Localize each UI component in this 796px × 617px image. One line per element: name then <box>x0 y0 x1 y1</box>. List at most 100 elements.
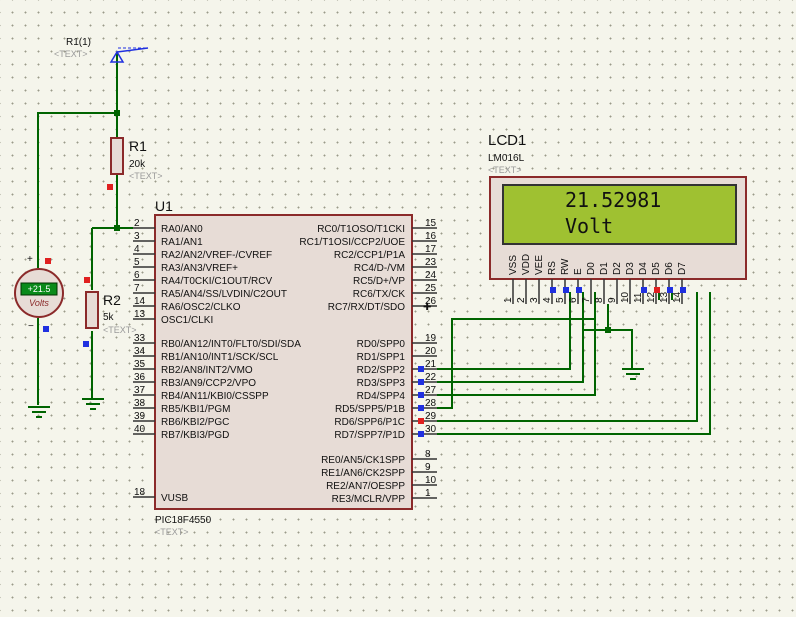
pin-number: 14 <box>672 291 683 303</box>
pin-number: 9 <box>425 462 431 473</box>
lcd-part: LM016L <box>488 153 525 164</box>
u1-right-pins: 15RC0/T1OSO/T1CKI16RC1/T1OSI/CCP2/UOE17R… <box>299 218 437 505</box>
pin-number: 38 <box>134 398 146 409</box>
pin-name: OSC1/CLKI <box>161 315 213 326</box>
lcd-pin-4[interactable]: RS4 <box>542 261 558 304</box>
pin-number: 8 <box>425 449 431 460</box>
wire-lcd-e <box>452 292 596 320</box>
pin-name: RA0/AN0 <box>161 224 203 235</box>
pin-number: 27 <box>425 385 437 396</box>
pin-name: RC2/CCP1/P1A <box>334 250 405 261</box>
lcd-pins: VSS1VDD2VEE3RS4RW5E6D07D18D29D310D411D51… <box>503 254 688 304</box>
voltage-probe[interactable]: R1(1) <TEXT> <box>54 37 149 63</box>
lcd-pin-9[interactable]: D29 <box>607 262 623 304</box>
lcd-pin-5[interactable]: RW5 <box>555 258 571 304</box>
pin-name: RA5/AN4/SS/LVDIN/C2OUT <box>161 289 287 300</box>
pin-name: VSS <box>508 255 519 275</box>
pin-number: 20 <box>425 346 437 357</box>
pin-number: 25 <box>425 283 437 294</box>
r2-logic-marker-top <box>84 277 90 283</box>
lcd-pin-8[interactable]: D18 <box>594 262 610 304</box>
pin-number: 13 <box>134 309 146 320</box>
lcd-pin-6[interactable]: E6 <box>568 268 584 304</box>
resistor-r2[interactable]: R2 5k <TEXT> <box>83 277 137 347</box>
pin-name: RD4/SPP4 <box>357 391 406 402</box>
pin-number: 3 <box>134 231 140 242</box>
pin-name: RC0/T1OSO/T1CKI <box>317 224 405 235</box>
voltmeter[interactable]: +21.5 Volts + − <box>14 254 64 332</box>
lcd-line2: Volt <box>565 214 613 238</box>
voltmeter-display <box>20 282 58 296</box>
lcd-ref: LCD1 <box>488 132 526 149</box>
voltmeter-reading: +21.5 <box>28 284 51 294</box>
microcontroller-u1[interactable]: U1 PIC18F4550 <TEXT> 2RA0/AN03RA1/AN14RA… <box>133 198 437 537</box>
pin-number: 4 <box>542 297 553 303</box>
pin-name: RE0/AN5/CK1SPP <box>321 455 405 466</box>
pin-name: RC4/D-/VM <box>354 263 405 274</box>
resistor-r1[interactable]: R1 20k <TEXT> <box>107 137 163 190</box>
pin-number: 5 <box>134 257 140 268</box>
pin-name: D4 <box>638 262 649 275</box>
ground-icon <box>28 406 50 418</box>
pin-name: RC5/D+/VP <box>353 276 405 287</box>
lcd-pin-7[interactable]: D07 <box>581 262 597 304</box>
wire-rd5-d7 <box>437 343 453 409</box>
pin-name: RB1/AN10/INT1/SCK/SCL <box>161 352 279 363</box>
wire-rd6-lcd <box>437 292 698 422</box>
pin-name: RA4/T0CKI/C1OUT/RCV <box>161 276 272 287</box>
u1-text-tag: <TEXT> <box>155 527 189 537</box>
u1-part: PIC18F4550 <box>155 515 212 526</box>
pin-number: 19 <box>425 333 437 344</box>
pin-name: RD0/SPP0 <box>357 339 406 350</box>
lcd-text-tag: <TEXT> <box>488 165 522 175</box>
lcd-module[interactable]: LCD1 LM016L <TEXT> 21.52981 Volt VSS1VDD… <box>488 132 747 304</box>
pin-number: 15 <box>425 218 437 229</box>
pin-name: RB2/AN8/INT2/VMO <box>161 365 253 376</box>
